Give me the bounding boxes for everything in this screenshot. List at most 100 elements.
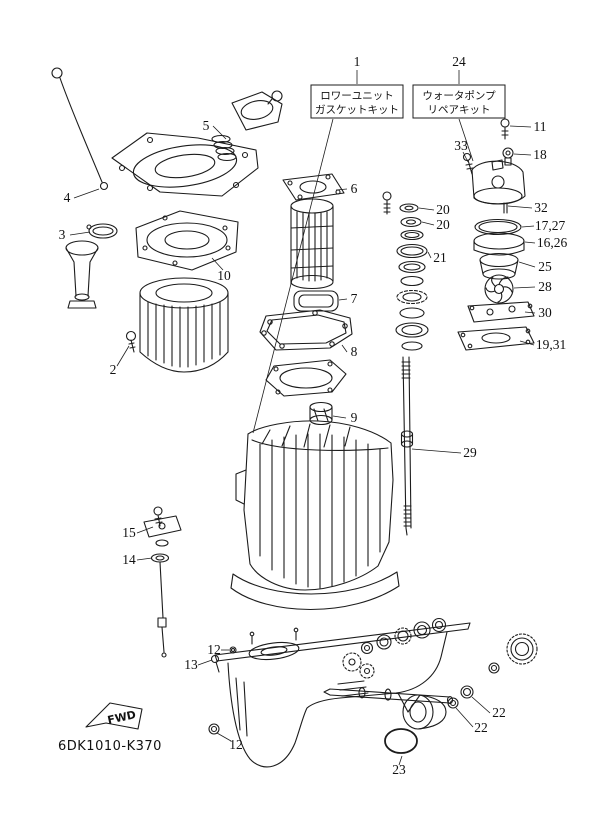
bolt-part-11 [500,118,510,128]
gasket-part-6 [282,173,345,201]
callout-33: 33 [454,138,468,153]
callout-24: 24 [452,54,466,69]
callout-20-upper: 20 [436,202,450,217]
part-code: 6DK1010-K370 [58,739,162,754]
callout-5: 5 [203,118,210,133]
callout-6: 6 [351,181,358,196]
propshaft-assembly [323,617,538,754]
callout-19-31: 19,31 [536,337,566,352]
muffler-tube-body [290,205,334,285]
callout-32: 32 [534,200,548,215]
gasket-part-19-31 [457,326,535,351]
pump-housing [471,160,526,205]
callout-8: 8 [351,344,358,359]
gasket-lower [265,359,347,397]
driveshaft-part-29 [402,356,412,529]
leader-lines [69,70,536,766]
impeller-part-28 [484,274,514,304]
water-pump-repair-kit-line2: リペアキット [428,104,491,116]
grommet-part-4 [99,181,109,191]
pin-part-32 [503,202,508,214]
spring-coil [211,134,231,144]
callout-17-27: 17,27 [535,218,566,233]
gasket-part-3 [88,223,118,239]
callout-21: 21 [433,250,447,265]
mount-part-9 [309,401,333,413]
washer-part-22-upper [460,685,474,699]
driveshaft-bore [248,641,300,661]
anti-cavitation-plate [214,622,471,662]
callout-1: 1 [354,54,361,69]
muffler-assembly [211,90,353,426]
bracket [143,515,182,538]
water-pump-repair-kit-box [412,84,506,119]
muffler-part-5 [231,91,283,131]
callout-9: 9 [351,410,358,425]
mid-housing-body [139,292,229,373]
bearing-ring [396,289,428,305]
nut-part-12-lower [208,723,220,735]
washer-part-20-lower [400,216,422,228]
callout-12-lower: 12 [229,737,243,752]
callout-18: 18 [533,147,547,162]
callout-16-26: 16,26 [537,235,568,250]
driveshaft-assembly [382,191,429,536]
oring-part-23 [384,728,418,754]
gasket-part-10 [135,210,239,271]
speedo-tube [159,561,164,619]
nipple-part-12-upper [229,646,237,654]
casing-flange [230,571,400,611]
water-pump-repair-kit-line1: ウォータポンプ [422,90,496,102]
seal-ring [395,322,429,338]
grommet-part-14 [150,553,170,563]
callout-23: 23 [392,762,406,777]
callout-29: 29 [463,445,477,460]
bolt-upper [382,191,392,201]
callout-11: 11 [534,119,547,134]
fwd-arrow [85,702,143,730]
upper-casing [230,420,400,611]
gasket-part-30 [467,301,535,323]
dipstick-handle [51,67,63,79]
callout-7: 7 [351,291,358,306]
cup-part-16-26 [473,232,525,250]
bolt-part-2 [125,330,137,342]
gasket-part-7 [293,290,339,312]
mid-housing-top [139,277,229,309]
callout-14: 14 [122,552,136,567]
exhaust-guide-plate [111,132,259,197]
callout-22-lower: 22 [474,720,488,735]
callout-20-lower: 20 [436,217,450,232]
callout-3: 3 [59,227,66,242]
fwd-label: FWD [106,708,137,727]
lower-unit-gasket-kit-box [310,84,404,119]
lower-gearcase [208,622,471,768]
washer-part-20-upper [399,203,419,213]
prop-shaft [323,688,451,704]
ring-gear [506,633,538,665]
gearcase-body [227,631,448,768]
exhaust-stand [65,240,99,256]
callout-4: 4 [64,190,71,205]
fitting-part-18 [502,147,514,159]
callout-10: 10 [217,268,231,283]
callout-2: 2 [110,362,117,377]
lower-unit-gasket-kit-line1: ロワーユニット [320,90,394,102]
callout-15: 15 [122,525,136,540]
callout-30: 30 [538,305,552,320]
callout-labels: 1 24 5 11 33 18 6 4 32 20 20 17,27 3 16,… [59,54,568,777]
exhaust-guide-assembly [51,67,259,373]
water-pump-assembly [457,118,535,351]
callout-22-upper: 22 [492,705,506,720]
lower-unit-gasket-kit-line2: ガスケットキット [315,104,399,116]
upper-casing-body [243,420,394,591]
oring-part-17-27 [474,218,522,236]
bolt-part-15 [153,506,163,516]
speedo-pickup-assembly [143,506,182,658]
bolt-part-33 [462,152,472,162]
washer-part-22-lower [447,697,459,709]
bolt-part-13 [210,654,220,664]
callout-25: 25 [538,259,552,274]
